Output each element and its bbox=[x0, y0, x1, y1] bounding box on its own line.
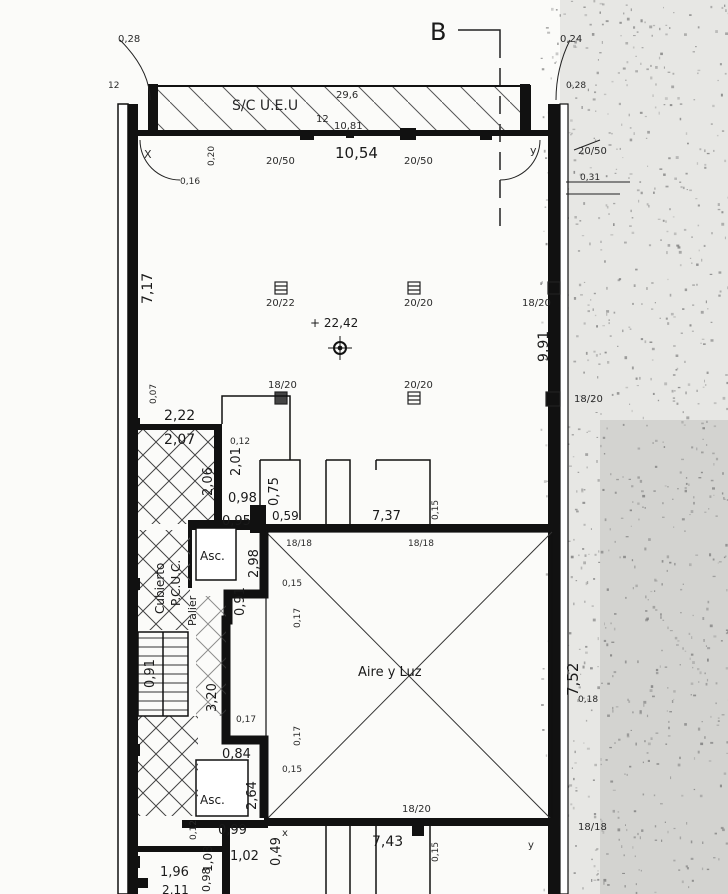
col-2020a: 20/20 bbox=[404, 298, 433, 309]
col-2050b: 20/50 bbox=[404, 156, 433, 167]
label-scueu-sub: 12 bbox=[316, 114, 329, 125]
col-2050c: 20/50 bbox=[578, 146, 607, 157]
label-asc-1: Asc. bbox=[200, 549, 225, 563]
dim-737: 7,37 bbox=[372, 509, 401, 524]
dim-049: 0,49 bbox=[269, 837, 284, 866]
level-value: + 22,42 bbox=[310, 316, 358, 330]
scan-speckle bbox=[540, 0, 728, 894]
ann-017b: 0,17 bbox=[236, 715, 256, 725]
dim-211: 2,11 bbox=[162, 883, 189, 894]
label-cubierto: Cubierto bbox=[153, 563, 167, 614]
dim-091b: 0,91 bbox=[143, 659, 158, 688]
ann-028: 0,28 bbox=[118, 34, 140, 45]
ann-015d: 0,15 bbox=[431, 842, 441, 862]
col-1818a: 18/18 bbox=[286, 539, 312, 549]
label-asc-2: Asc. bbox=[200, 793, 225, 807]
col-2050a: 20/50 bbox=[266, 156, 295, 167]
ann-017c: 0,17 bbox=[293, 726, 303, 746]
col-1820c: 18/20 bbox=[574, 394, 603, 405]
balcony-strip bbox=[128, 84, 560, 140]
lower-rooms bbox=[136, 822, 431, 894]
dim-099: 0,99 bbox=[218, 823, 247, 838]
right-wall bbox=[548, 103, 569, 894]
dim-2976: 29,6 bbox=[336, 90, 358, 101]
ann-031: 0,31 bbox=[580, 173, 600, 183]
ann-012b: 0,12 bbox=[230, 437, 250, 447]
dim-102: 1,02 bbox=[230, 849, 259, 864]
dim-075: 0,75 bbox=[267, 477, 282, 506]
mark-y-lower: y bbox=[528, 840, 534, 851]
mark-x-lower: x bbox=[282, 828, 288, 839]
col-2022: 20/22 bbox=[266, 298, 295, 309]
dim-207: 2,07 bbox=[164, 432, 195, 448]
ann-020: 0,20 bbox=[207, 146, 217, 166]
dim-264: 2,64 bbox=[245, 781, 260, 810]
dim-196: 1,96 bbox=[160, 865, 189, 880]
landing-hatch bbox=[196, 596, 226, 716]
col-1820a: 18/20 bbox=[522, 298, 551, 309]
ann-017a: 0,17 bbox=[293, 608, 303, 628]
dim-095: 0,95 bbox=[222, 514, 251, 529]
door-swings bbox=[119, 39, 630, 195]
dim-752: 7,52 bbox=[564, 663, 582, 696]
col-1820d: 18/20 bbox=[402, 804, 431, 815]
dim-206: 2,06 bbox=[201, 467, 216, 496]
label-pcuc: P.C.U.C. bbox=[169, 560, 183, 606]
label-scueu: S/C U.E.U bbox=[232, 98, 298, 114]
level-marker bbox=[328, 336, 352, 360]
dim-091: 0,91 bbox=[233, 587, 248, 616]
mark-x: X bbox=[144, 148, 152, 161]
ann-024: 0,24 bbox=[560, 34, 582, 45]
staircase bbox=[137, 631, 189, 717]
ann-028b: 0,28 bbox=[566, 81, 586, 91]
column-markers bbox=[274, 281, 561, 407]
dim-222: 2,22 bbox=[164, 408, 195, 424]
dim-084: 0,84 bbox=[222, 747, 251, 762]
ann-015b: 0,15 bbox=[282, 579, 302, 589]
annotations: 0,28 0,24 12 0,28 S/C U.E.U 12 29,6 10,8… bbox=[108, 34, 607, 894]
covered-area-hatch bbox=[138, 530, 190, 630]
label-aire-luz: Aire y Luz bbox=[358, 665, 422, 680]
left-wall bbox=[117, 103, 138, 894]
ann-012: 12 bbox=[108, 81, 119, 91]
dim-743: 7,43 bbox=[372, 834, 403, 850]
col-1818c: 18/18 bbox=[578, 822, 607, 833]
dim-717: 7,17 bbox=[140, 273, 156, 304]
dim-059: 0,59 bbox=[272, 509, 299, 523]
service-zone bbox=[138, 395, 431, 526]
dim-320: 3,20 bbox=[205, 683, 220, 712]
dim-298: 2,98 bbox=[247, 549, 262, 578]
mark-y: y bbox=[530, 144, 537, 157]
dim-098b: 0,98 bbox=[200, 868, 213, 893]
col-2020b: 20/20 bbox=[404, 380, 433, 391]
ann-015a: 0,15 bbox=[431, 500, 441, 520]
dim-103: 1,03 bbox=[201, 845, 215, 872]
dim-991: 9,91 bbox=[536, 331, 552, 362]
ann-016: 0,16 bbox=[180, 177, 200, 187]
dim-1081: 10,81 bbox=[334, 121, 363, 132]
ann-018: 0,18 bbox=[578, 695, 598, 705]
ann-07: 0,07 bbox=[149, 384, 159, 404]
col-1820b: 18/20 bbox=[268, 380, 297, 391]
ann-012c: 0,12 bbox=[189, 820, 199, 840]
dim-1054: 10,54 bbox=[335, 144, 378, 162]
ann-015c: 0,15 bbox=[282, 765, 302, 775]
col-1818b: 18/18 bbox=[408, 539, 434, 549]
covered-area-hatch-lower bbox=[138, 716, 198, 816]
dim-098: 0,98 bbox=[228, 491, 257, 506]
label-palier: Palier bbox=[186, 595, 199, 626]
wall-ticks bbox=[130, 418, 140, 868]
scan-shadow-dark bbox=[600, 420, 728, 894]
dim-201: 2,01 bbox=[229, 447, 244, 476]
mid-wall bbox=[190, 505, 560, 533]
section-marker-label: B bbox=[430, 18, 446, 46]
